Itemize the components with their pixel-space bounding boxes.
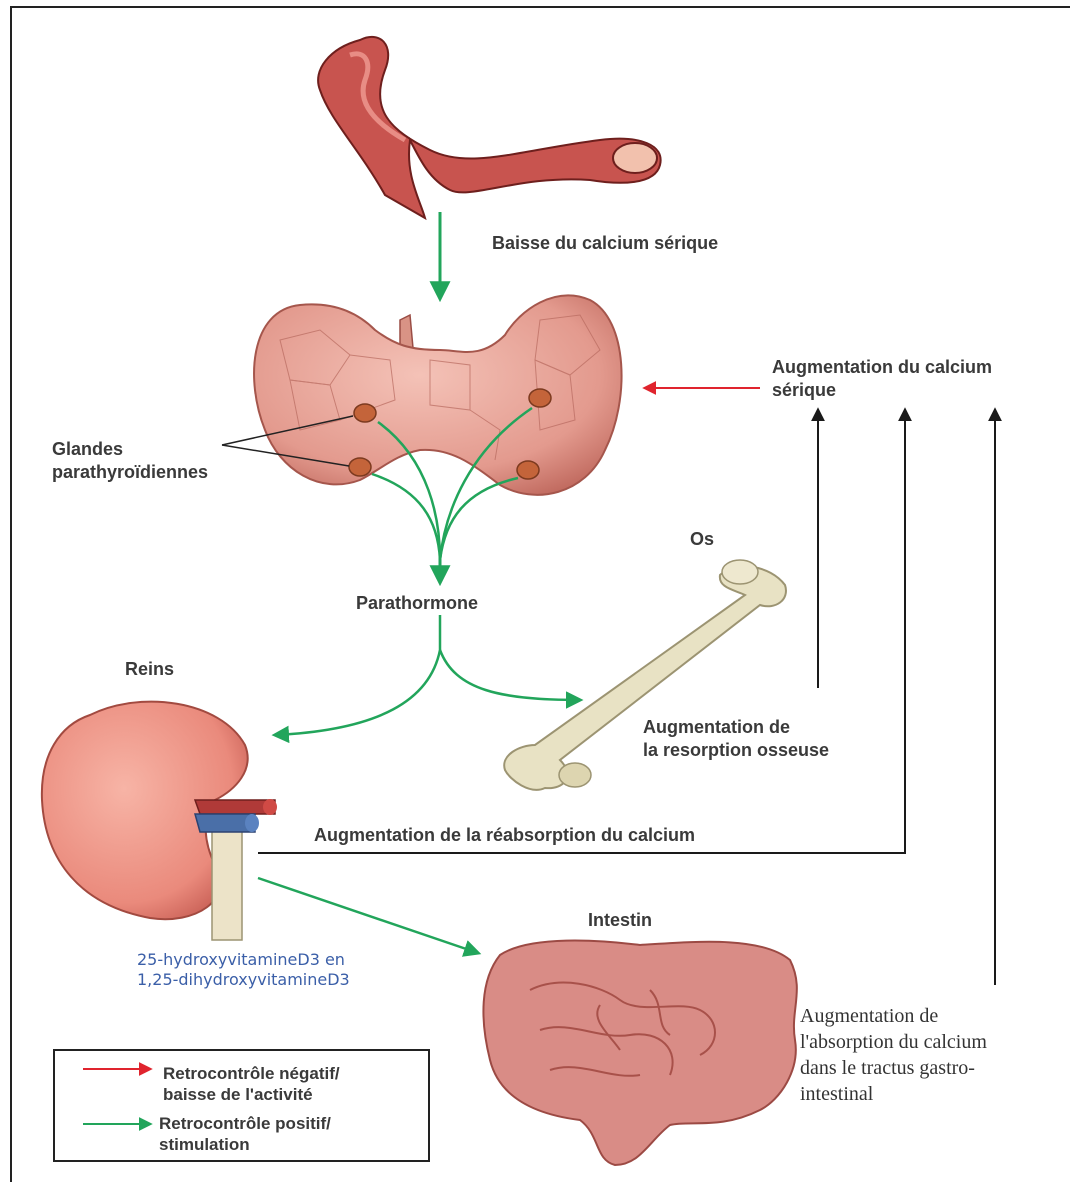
legend: Retrocontrôle négatif/ baisse de l'activ… (53, 1049, 430, 1162)
label-reins: Reins (125, 658, 174, 681)
label-absorption: Augmentation de l'absorption du calcium … (800, 1003, 987, 1107)
label-vitamine: 25-hydroxyvitamineD3 en 1,25-dihydroxyvi… (137, 950, 350, 990)
legend-negative-label: Retrocontrôle négatif/ baisse de l'activ… (163, 1063, 340, 1105)
label-reabsorption: Augmentation de la réabsorption du calci… (314, 824, 695, 847)
label-os: Os (690, 528, 714, 551)
label-parathormone: Parathormone (356, 592, 478, 615)
label-resorption: Augmentation de la resorption osseuse (643, 716, 829, 762)
label-intestin: Intestin (588, 909, 652, 932)
legend-positive-label: Retrocontrôle positif/ stimulation (159, 1113, 331, 1155)
